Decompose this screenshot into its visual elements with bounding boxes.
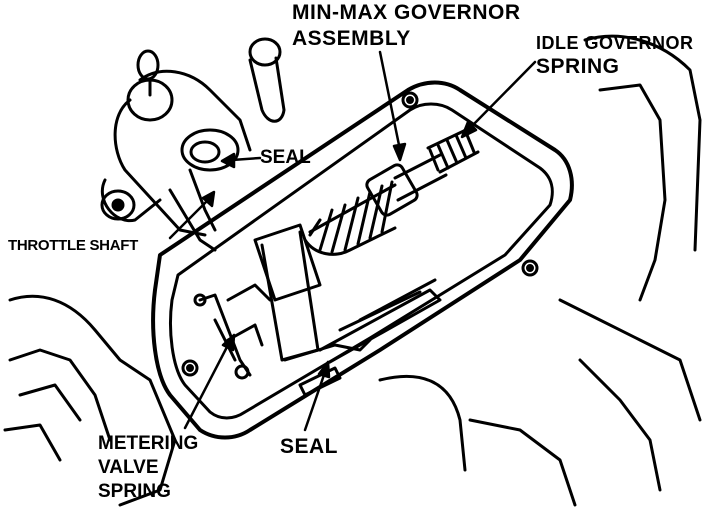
label-metering-valve-spring: METERING VALVE SPRING	[98, 432, 198, 503]
metering-valve	[193, 293, 342, 397]
label-line: MIN-MAX GOVERNOR	[292, 1, 521, 24]
label-line: IDLE GOVERNOR	[536, 33, 694, 53]
leader-arrows	[168, 50, 537, 432]
label-line: SPRING	[98, 480, 171, 502]
label-line: SPRING	[536, 55, 620, 78]
label-throttle-shaft: THROTTLE SHAFT	[8, 237, 138, 254]
cover-bolts	[181, 91, 539, 377]
label-line: METERING	[98, 433, 199, 454]
idle-spring-coil	[426, 126, 480, 174]
pump-body-outline	[3, 34, 702, 507]
label-seal-top: SEAL	[260, 147, 311, 168]
label-idle-governor-spring: IDLE GOVERNOR SPRING	[536, 34, 694, 77]
label-min-max-governor-assembly: MIN-MAX GOVERNOR ASSEMBLY	[292, 2, 521, 49]
label-line: ASSEMBLY	[292, 27, 411, 50]
governor-lever	[226, 223, 442, 364]
label-line: VALVE	[98, 456, 159, 478]
governor-housing	[151, 80, 574, 440]
throttle-linkage	[100, 37, 286, 252]
label-seal-bottom: SEAL	[280, 435, 339, 458]
